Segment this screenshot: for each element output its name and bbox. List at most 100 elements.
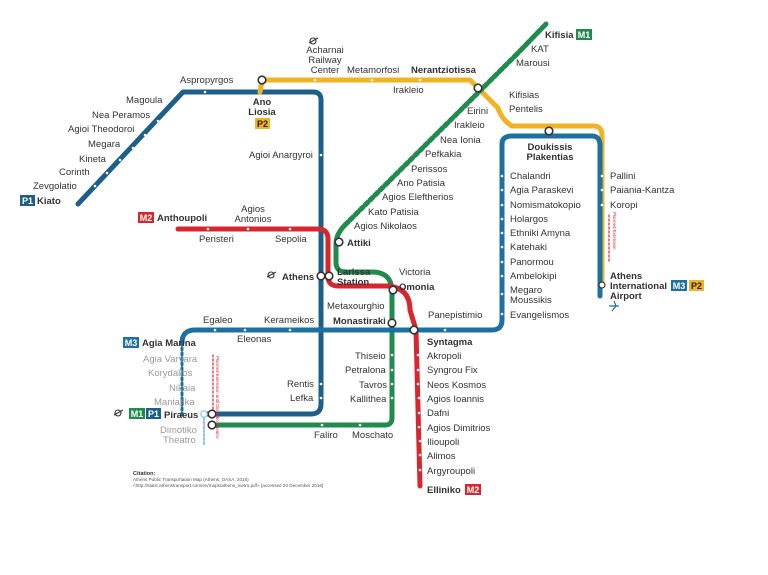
interchange-attiki[interactable] [334,237,344,247]
station-label: Akropoli [427,351,461,362]
station-mark [417,396,421,400]
interchange-larissa[interactable] [324,271,334,281]
station-label: Koropi [610,200,637,211]
station-mark [416,353,420,357]
station-mark [246,227,250,231]
badge-label: M1 [131,409,144,419]
railway-icon [113,409,124,417]
station-label: Moschato [352,430,393,441]
station-label: Kiato [37,196,61,207]
station-label: Monastiraki [333,316,386,327]
badge-m2 [138,212,154,223]
badge-label: M2 [467,485,480,495]
interchange-athens[interactable] [316,271,326,281]
interchange-airport[interactable] [598,281,606,289]
badge-m1 [576,29,592,40]
station-mark [500,292,504,296]
station-label: Doukissis [528,142,573,153]
station-label: Eirini [467,106,488,117]
station-mark [500,217,504,221]
station-label: Antonios [235,214,272,225]
station-label: Agios Eleftherios [382,192,454,203]
station-label: Corinth [59,167,90,178]
station-label: Kifisias [509,90,539,101]
station-label: Irakleio [454,120,485,131]
station-label: Paiania-Kantza [610,185,675,196]
station-label: Kineta [79,154,107,165]
line-m2 [175,226,423,489]
station-label: Holargos [510,214,548,225]
station-label: Egaleo [203,315,233,326]
station-mark [600,203,604,207]
station-label: Nerantziotissa [411,65,477,76]
badge-p1 [146,408,161,419]
station-label: Agia Varvara [143,354,198,365]
station-label: Aspropyrgos [180,75,234,86]
station-mark [416,368,420,372]
interchange-omonia[interactable] [388,285,398,295]
interchange-doukissis[interactable] [544,126,554,136]
station-label: Nea Ionia [440,135,481,146]
station-label: Airport [610,291,643,302]
station-label: Sepolia [275,234,307,245]
station-label: Argyroupoli [427,466,475,477]
station-label: Railway [308,55,342,66]
badge-label: M3 [673,281,686,291]
station-label: Lefka [290,393,314,404]
interchange-ano-liosia[interactable] [257,75,267,85]
station-mark [131,146,135,150]
station-mark [418,439,422,443]
station-label: Pentelis [509,104,543,115]
station-mark [503,106,507,110]
station-label: Neos Kosmos [427,380,486,391]
interchange-piraeus[interactable] [207,409,217,419]
badge-m3 [671,280,687,291]
station-mark [320,423,324,427]
station-mark [417,411,421,415]
station-label: Dimotiko [160,425,197,436]
station-mark [390,396,394,400]
station-label: KAT [531,44,549,55]
station-label: Nomismatokopio [510,200,581,211]
badge-m2 [465,484,481,495]
interchange-nerantziotissa[interactable] [473,83,483,93]
planned-extension-note: Planned Extension until Dimotiko Theatro [215,356,220,439]
railway-icon [308,37,319,45]
station-label: Eleonas [237,334,272,345]
station-label: Theatro [163,435,196,446]
station-label: Moussikis [510,295,552,306]
station-mark [500,231,504,235]
station-label: Ano Patisia [397,178,446,189]
station-label: Liosia [248,107,276,118]
station-mark [416,382,420,386]
station-mark [156,119,160,123]
station-mark [600,188,604,192]
citation-line: <http://static.athenstransport.com/en/ma… [133,483,323,488]
station-label: Katehaki [510,242,547,253]
station-label: Kato Patisia [368,207,419,218]
station-mark [213,328,217,332]
interchange-piraeus-m1[interactable] [207,420,217,430]
badge-m3 [123,337,139,348]
station-mark [417,425,421,429]
station-label: Anthoupoli [157,213,207,224]
station-label: Nea Peramos [92,110,150,121]
station-label: Athens [282,272,314,283]
station-label: Nikaia [169,383,196,394]
station-label: Megaro [510,285,542,296]
station-label: Victoria [399,267,431,278]
station-label: Panepistimio [428,310,482,321]
station-mark [500,188,504,192]
station-label: Metaxourghio [327,301,385,312]
badge-label: M1 [578,30,591,40]
interchange-syntagma[interactable] [409,325,419,335]
station-label: Agia Paraskevi [510,185,573,196]
station-label: Station [337,277,369,288]
interchange-monastiraki[interactable] [387,318,397,328]
railway-icon [266,271,277,279]
station-mark [319,153,323,157]
station-mark [418,453,422,457]
station-mark [206,227,210,231]
badge-p2 [689,280,704,291]
